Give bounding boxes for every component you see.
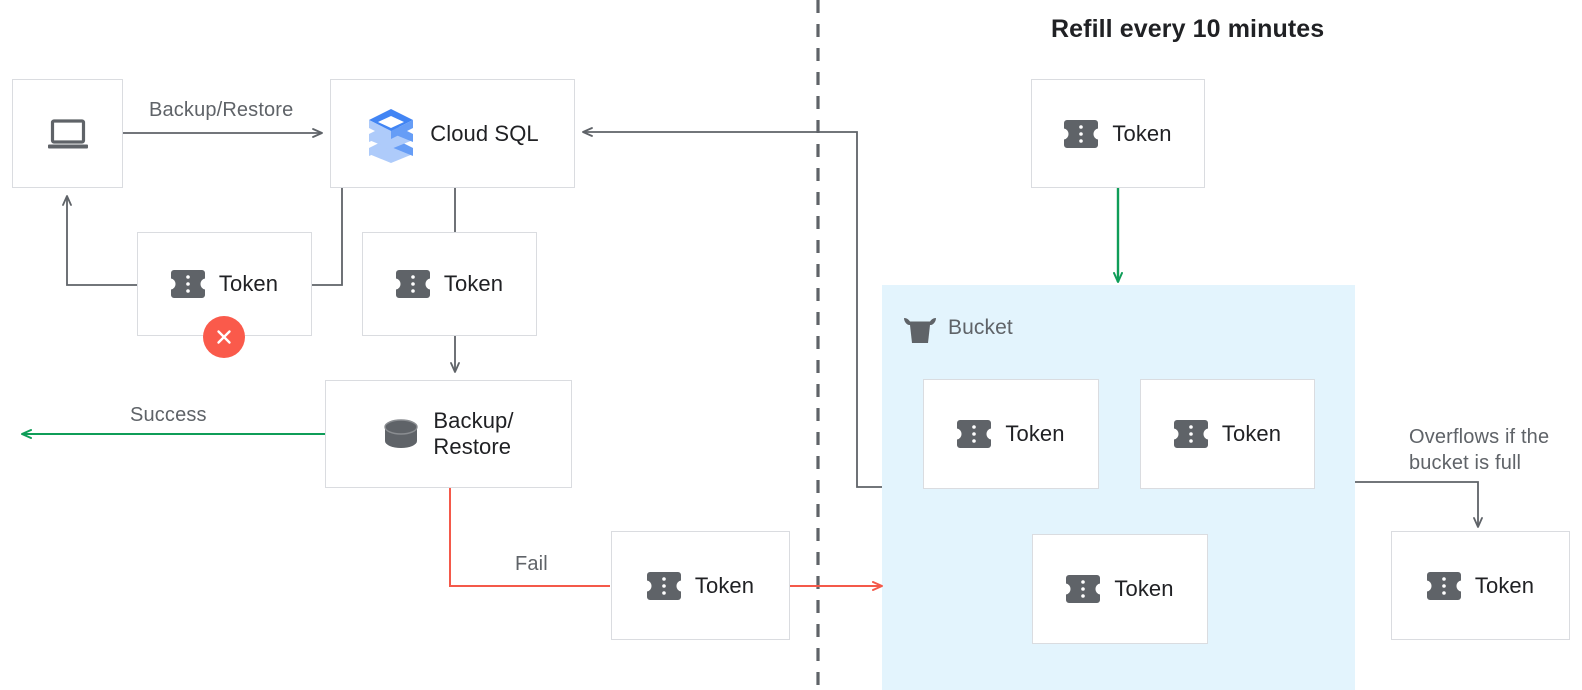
bucket-label: Bucket <box>948 316 1013 339</box>
node-bucket-token-3-label: Token <box>1114 576 1174 602</box>
edge-bucket-overflow <box>1355 481 1483 528</box>
error-badge <box>203 316 245 358</box>
node-cloud-sql[interactable]: Cloud SQL <box>330 79 575 188</box>
edge-bucket-to-cloudsql <box>582 127 882 488</box>
token-icon <box>1426 571 1461 600</box>
node-token-failed-label: Token <box>218 271 279 297</box>
token-icon <box>1173 420 1208 448</box>
laptop-icon <box>47 117 89 151</box>
node-cloud-sql-label: Cloud SQL <box>430 120 539 146</box>
node-token-fail-return[interactable]: Token <box>611 531 790 640</box>
node-token-consumed-label: Token <box>443 271 504 297</box>
node-bucket-token-2-label: Token <box>1221 421 1282 447</box>
token-icon <box>170 270 205 298</box>
token-icon <box>957 420 992 448</box>
node-bucket-token-2[interactable]: Token <box>1140 379 1315 489</box>
cloud-sql-icon <box>366 107 416 163</box>
token-icon <box>1066 575 1101 603</box>
node-bucket-token-3[interactable]: Token <box>1032 534 1208 644</box>
node-token-overflow-label: Token <box>1474 572 1535 598</box>
token-icon <box>646 571 681 600</box>
node-bucket-token-1-label: Token <box>1005 421 1065 447</box>
node-token-overflow[interactable]: Token <box>1391 531 1570 640</box>
token-icon <box>1064 119 1099 148</box>
edge-label-success: Success <box>130 404 207 426</box>
edge-label-fail: Fail <box>515 553 548 575</box>
node-token-refill-label: Token <box>1112 120 1172 146</box>
token-icon <box>395 270 430 298</box>
edge-label-backup-restore: Backup/Restore <box>149 99 294 121</box>
edge-label-overflow: Overflows if the bucket is full <box>1409 426 1550 475</box>
bucket-header: Bucket <box>903 312 1013 344</box>
node-client[interactable] <box>12 79 123 188</box>
node-token-consumed[interactable]: Token <box>362 232 537 336</box>
node-token-fail-return-label: Token <box>694 572 755 598</box>
bucket-icon <box>903 312 937 344</box>
node-backup-restore[interactable]: Backup/ Restore <box>325 380 572 488</box>
error-x-icon <box>217 330 231 344</box>
database-icon <box>383 419 419 449</box>
node-backup-restore-label: Backup/ Restore <box>433 408 514 459</box>
page-title: Refill every 10 minutes <box>1051 15 1325 43</box>
node-token-refill[interactable]: Token <box>1031 79 1205 188</box>
node-bucket-token-1[interactable]: Token <box>923 379 1099 489</box>
